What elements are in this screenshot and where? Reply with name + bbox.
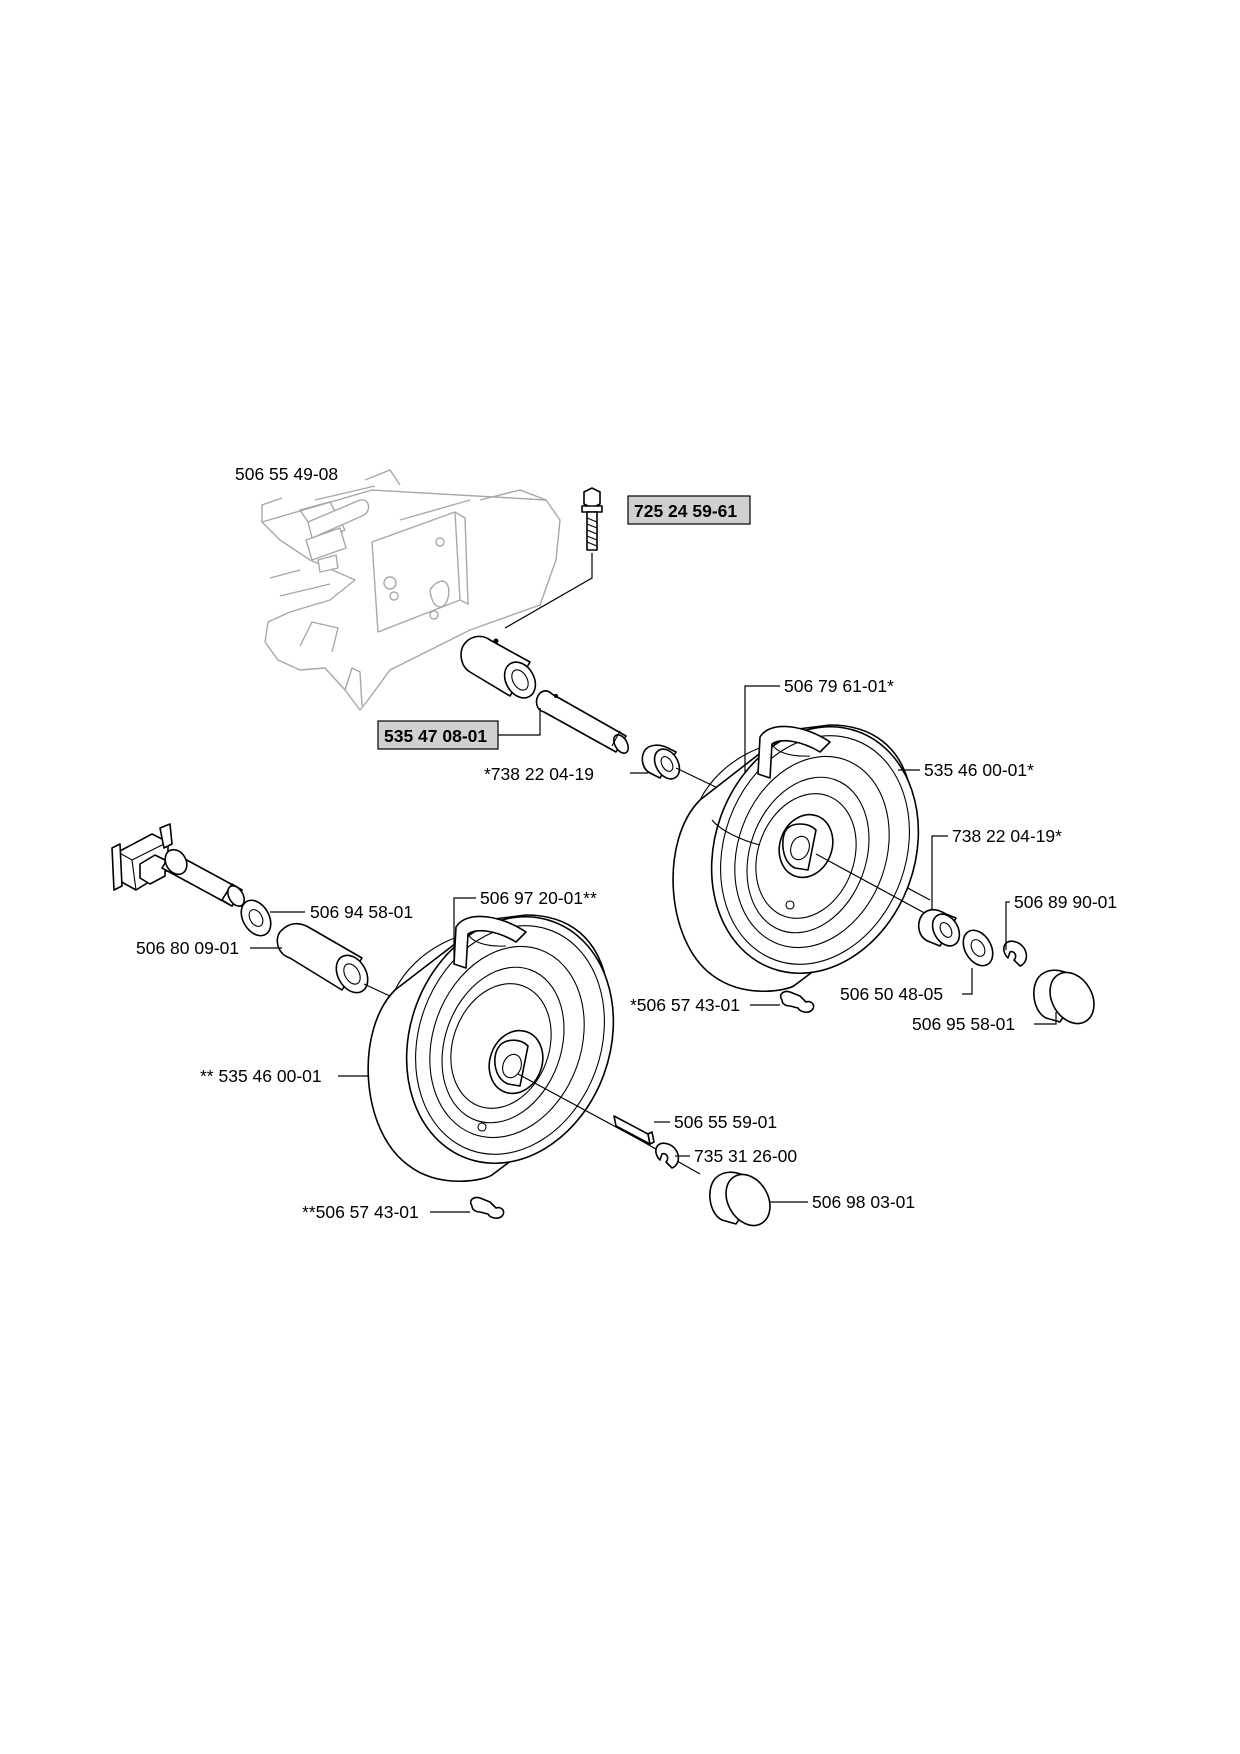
- washer-left-part: [240, 899, 305, 937]
- mower-frame: [261, 469, 561, 711]
- leader-rim-bottom: [453, 897, 476, 960]
- label-box-axle-pin: [377, 720, 499, 750]
- valve-bottom-part: [430, 1196, 505, 1219]
- axle-bracket-part: [111, 823, 245, 907]
- label-box-bolt: [627, 495, 751, 525]
- ring-bottom-part: [655, 1142, 690, 1169]
- label-axle-pin: 535 47 08-01: [384, 726, 487, 746]
- top-wheel-part: [672, 724, 931, 993]
- label-tire-top: 535 46 00-01*: [924, 760, 1034, 780]
- cap-top-part: [1033, 969, 1095, 1025]
- label-ring-bottom: 735 31 26-00: [694, 1146, 797, 1166]
- label-spacer-left: 506 80 09-01: [136, 938, 239, 958]
- label-rim-bottom: 506 97 20-01**: [480, 888, 597, 908]
- pivot-tube-part: [460, 635, 537, 699]
- label-key: 506 55 59-01: [674, 1112, 777, 1132]
- label-tire-bottom: ** 535 46 00-01: [200, 1066, 322, 1086]
- bottom-wheel-part: [367, 914, 701, 1183]
- label-bolt: 725 24 59-61: [634, 501, 737, 521]
- axle-pin-part: [498, 690, 630, 754]
- label-rim-top: 506 79 61-01*: [784, 676, 894, 696]
- label-bearing-top-right: 738 22 04-19*: [952, 826, 1062, 846]
- washer-top-part: [962, 929, 994, 995]
- label-frame: 506 55 49-08: [235, 464, 338, 484]
- bolt-part: [504, 487, 603, 629]
- label-washer-left: 506 94 58-01: [310, 902, 413, 922]
- label-cap-top: 506 95 58-01: [912, 1014, 1015, 1034]
- leader-rim-top: [744, 685, 780, 772]
- bearing-top-right-part: [917, 835, 961, 947]
- label-bearing-top-left: *738 22 04-19: [484, 764, 594, 784]
- label-valve-top: *506 57 43-01: [630, 995, 740, 1015]
- label-washer-top: 506 50 48-05: [840, 984, 943, 1004]
- spacer-left-part: [250, 922, 369, 994]
- label-valve-bottom: **506 57 43-01: [302, 1202, 419, 1222]
- valve-top-part: [750, 990, 815, 1013]
- label-cap-bottom: 506 98 03-01: [812, 1192, 915, 1212]
- label-ring-top: 506 89 90-01: [1014, 892, 1117, 912]
- ring-top-part: [1003, 901, 1028, 967]
- cap-bottom-part: [709, 1171, 808, 1227]
- key-part: [613, 1115, 670, 1145]
- bearing-top-left-part: [630, 744, 681, 780]
